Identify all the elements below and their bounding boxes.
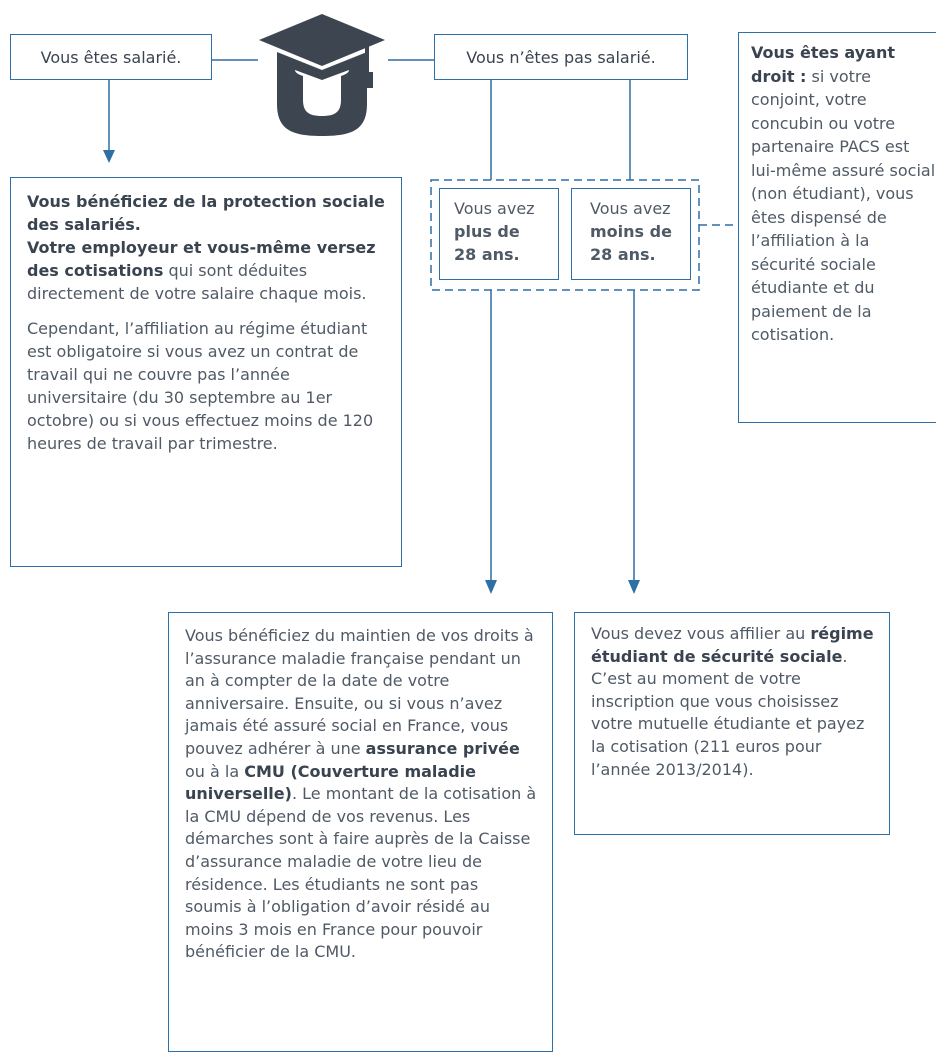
dependent-box: Vous êtes ayant droit : si votre conjoin… — [738, 32, 936, 423]
employee-label: Vous êtes salarié. — [40, 47, 182, 67]
over-28-label: plus de 28 ans. — [454, 222, 520, 264]
non-employee-label: Vous n’êtes pas salarié. — [466, 47, 656, 67]
employee-info-contrib: Votre employeur et vous-même versez des … — [27, 238, 376, 280]
over-28-info-text-3: . Le montant de la cotisation à la CMU d… — [185, 784, 537, 962]
under-28-info-text-2: . C’est au moment de votre inscription q… — [591, 646, 865, 779]
over-28-info-private: assurance privée — [365, 738, 520, 758]
under-28-prefix: Vous avez — [590, 199, 671, 218]
under-28-info-box: Vous devez vous affilier au régime étudi… — [574, 612, 890, 835]
dependent-lead: Vous êtes ayant droit : — [751, 43, 895, 86]
under-28-box: Vous avez moins de 28 ans. — [571, 188, 691, 280]
employee-box: Vous êtes salarié. — [10, 34, 212, 80]
arrowhead-over28 — [485, 580, 497, 594]
employee-info-heading: Vous bénéficiez de la protection sociale… — [27, 192, 385, 234]
non-employee-box: Vous n’êtes pas salarié. — [434, 34, 688, 80]
employee-info-contrib-text: qui sont déduites directement de votre s… — [27, 261, 367, 303]
over-28-prefix: Vous avez — [454, 199, 535, 218]
over-28-info-cmu: CMU (Couverture maladie universelle) — [185, 761, 476, 804]
over-28-info-box: Vous bénéficiez du maintien de vos droit… — [168, 612, 553, 1052]
over-28-info-text-2: ou à la — [185, 761, 245, 781]
employee-info-box: Vous bénéficiez de la protection sociale… — [10, 177, 402, 567]
arrowhead-under28 — [628, 580, 640, 594]
over-28-box: Vous avez plus de 28 ans. — [439, 188, 559, 280]
under-28-label: moins de 28 ans. — [590, 222, 672, 264]
age-group-dashed-frame — [430, 179, 700, 291]
over-28-info-text-1: Vous bénéficiez du maintien de vos droit… — [185, 626, 534, 758]
arrowhead-salarie — [103, 150, 115, 163]
employee-info-exception: Cependant, l’affiliation au régime étudi… — [27, 319, 374, 453]
dependent-text: si votre conjoint, votre concubin ou vot… — [751, 66, 936, 345]
graduation-cap-icon — [259, 14, 385, 136]
under-28-info-text-1: Vous devez vous affilier au — [591, 624, 811, 643]
under-28-info-regime: régime étudiant de sécurité sociale — [591, 624, 874, 666]
